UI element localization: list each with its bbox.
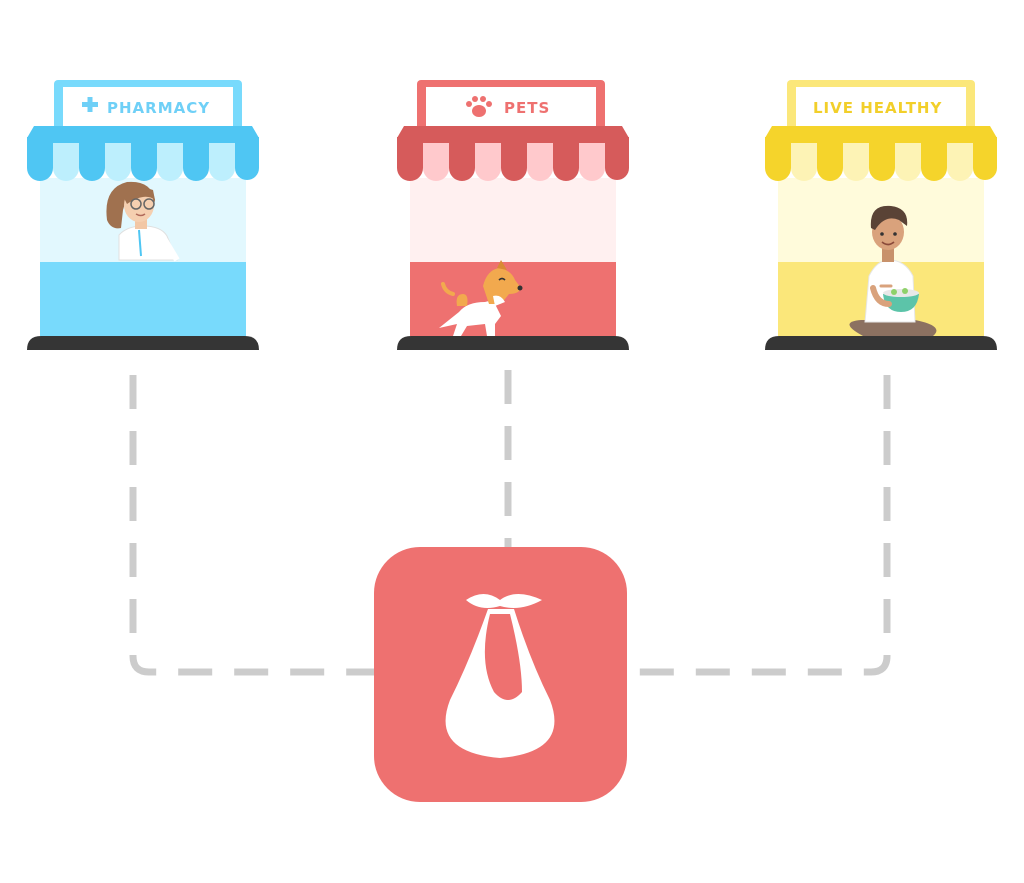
store-sign-label: LIVE HEALTHY <box>813 99 942 117</box>
connector-pharmacy <box>129 375 376 676</box>
awning <box>397 126 629 181</box>
dog-figure <box>439 260 523 336</box>
man-with-salad-figure <box>849 205 937 336</box>
store-sign-label: PHARMACY <box>107 99 210 117</box>
hub-app-icon <box>374 547 627 802</box>
store-base <box>397 336 629 350</box>
awning <box>27 126 259 181</box>
plus-icon <box>82 97 98 112</box>
store-pharmacy: PHARMACY <box>27 80 259 350</box>
store-base <box>765 336 997 350</box>
store-base <box>27 336 259 350</box>
pharmacist-figure <box>106 181 180 262</box>
bundle-bag-icon <box>445 594 555 758</box>
store-pets: PETS <box>397 80 629 350</box>
paw-icon <box>466 96 492 117</box>
awning <box>765 126 997 181</box>
connector-lines <box>129 370 891 676</box>
store-live-healthy: LIVE HEALTHY <box>765 80 997 350</box>
store-sign-label: PETS <box>504 99 550 117</box>
connector-live-healthy <box>626 375 891 676</box>
